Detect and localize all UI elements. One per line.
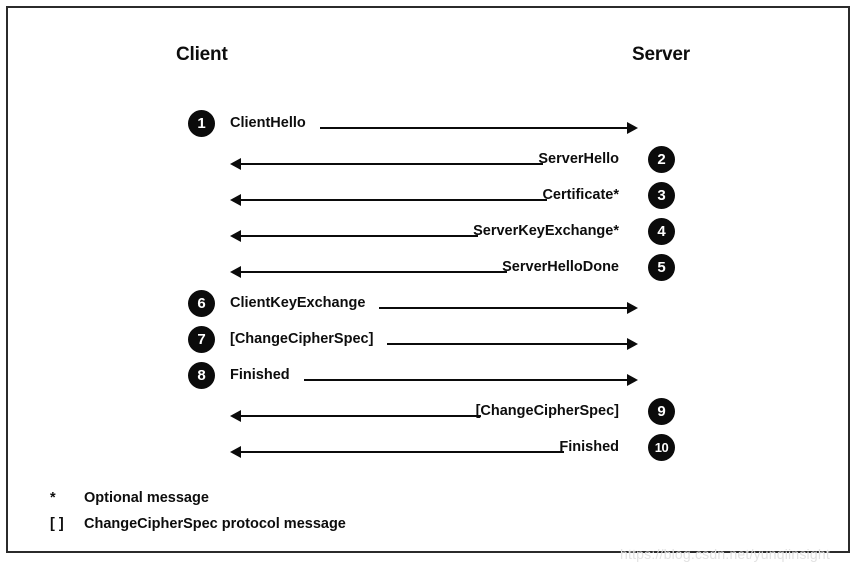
arrow-shaft — [387, 343, 629, 345]
message-label: Finished — [230, 367, 290, 383]
legend-description: ChangeCipherSpec protocol message — [84, 516, 346, 532]
arrow-server-to-client-icon — [230, 446, 565, 458]
message-row: 7 [ChangeCipherSpec] — [8, 326, 848, 354]
message-row: 10 Finished — [8, 434, 848, 462]
message-label: Certificate* — [542, 187, 619, 203]
legend-description: Optional message — [84, 490, 209, 506]
watermark: https://blog.csdn.net/yunqiinsight — [620, 546, 830, 562]
arrow-server-to-client-icon — [230, 410, 481, 422]
message-label: [ChangeCipherSpec] — [230, 331, 374, 347]
arrow-head — [626, 122, 638, 134]
message-row: 9 [ChangeCipherSpec] — [8, 398, 848, 426]
arrow-server-to-client-icon — [230, 194, 548, 206]
legend-row: * Optional message — [50, 490, 346, 516]
arrow-head — [230, 410, 241, 422]
arrow-shaft — [239, 271, 508, 273]
arrow-shaft — [303, 379, 629, 381]
step-number-badge: 7 — [188, 326, 215, 353]
message-row: 2 ServerHello — [8, 146, 848, 174]
step-number-badge: 8 — [188, 362, 215, 389]
message-label: ClientKeyExchange — [230, 295, 366, 311]
arrow-client-to-server-icon — [379, 302, 638, 314]
column-header-client: Client — [176, 44, 228, 65]
arrow-head — [626, 338, 638, 350]
message-row: 6 ClientKeyExchange — [8, 290, 848, 318]
message-label: ServerHello — [538, 151, 619, 167]
legend-symbol: * — [50, 490, 56, 506]
message-row: 1 ClientHello — [8, 110, 848, 138]
message-row: 3 Certificate* — [8, 182, 848, 210]
arrow-shaft — [239, 199, 548, 201]
arrow-shaft — [239, 163, 544, 165]
arrow-client-to-server-icon — [387, 338, 638, 350]
arrow-client-to-server-icon — [319, 122, 638, 134]
step-number-badge: 4 — [648, 218, 675, 245]
arrow-shaft — [239, 451, 565, 453]
arrow-server-to-client-icon — [230, 158, 544, 170]
arrow-shaft — [379, 307, 629, 309]
legend-row: [ ] ChangeCipherSpec protocol message — [50, 516, 346, 542]
step-number-badge: 2 — [648, 146, 675, 173]
column-header-server: Server — [632, 44, 690, 65]
arrow-head — [626, 374, 638, 386]
legend-symbol: [ ] — [50, 516, 64, 532]
step-number-badge: 9 — [648, 398, 675, 425]
arrow-shaft — [239, 235, 479, 237]
message-label: ServerHelloDone — [502, 259, 619, 275]
arrow-server-to-client-icon — [230, 266, 508, 278]
arrow-head — [230, 230, 241, 242]
arrow-shaft — [319, 127, 629, 129]
arrow-head — [230, 194, 241, 206]
message-row: 8 Finished — [8, 362, 848, 390]
arrow-head — [230, 158, 241, 170]
message-label: [ChangeCipherSpec] — [475, 403, 619, 419]
step-number-badge: 3 — [648, 182, 675, 209]
message-row: 5 ServerHelloDone — [8, 254, 848, 282]
message-label: ServerKeyExchange* — [473, 223, 619, 239]
step-number-badge: 10 — [648, 434, 675, 461]
message-label: ClientHello — [230, 115, 306, 131]
arrow-head — [230, 446, 241, 458]
arrow-shaft — [239, 415, 481, 417]
legend: * Optional message [ ] ChangeCipherSpec pro… — [50, 490, 346, 542]
message-label: Finished — [559, 439, 619, 455]
step-number-badge: 6 — [188, 290, 215, 317]
arrow-head — [230, 266, 241, 278]
message-row: 4 ServerKeyExchange* — [8, 218, 848, 246]
step-number-badge: 5 — [648, 254, 675, 281]
arrow-head — [626, 302, 638, 314]
step-number-badge: 1 — [188, 110, 215, 137]
arrow-client-to-server-icon — [303, 374, 638, 386]
arrow-server-to-client-icon — [230, 230, 479, 242]
